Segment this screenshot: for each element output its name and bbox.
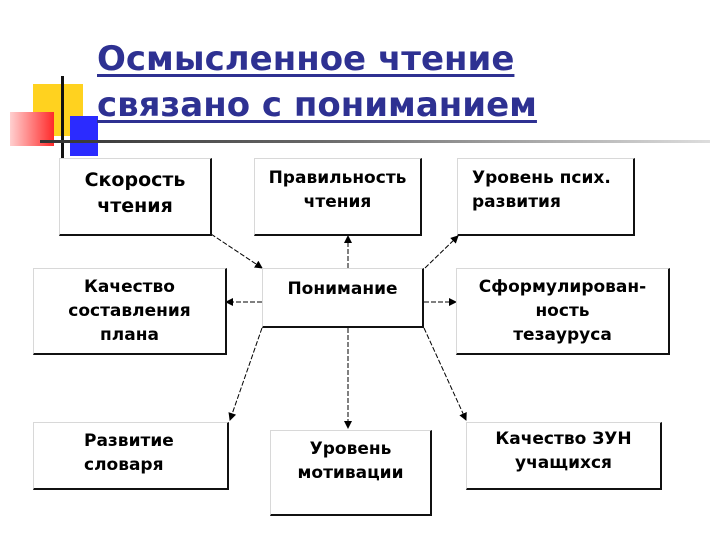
box-zun-quality: Качество ЗУН учащихся xyxy=(466,422,662,490)
box-reading-correctness: Правильность чтения xyxy=(254,158,422,236)
arrow-to-vocabulary xyxy=(228,327,263,421)
box-motivation: Уровень мотивации xyxy=(270,430,432,516)
arrow-to-zun-quality xyxy=(423,327,467,421)
title-line-1: Осмысленное чтение xyxy=(97,39,515,79)
box-reading-speed: Скорость чтения xyxy=(59,158,212,236)
box-vocabulary: Развитие словаря xyxy=(33,422,229,490)
title-line-2: связано с пониманием xyxy=(97,85,537,125)
box-thesaurus: Сформулирован- ность тезауруса xyxy=(456,268,670,355)
box-plan-quality: Качество составления плана xyxy=(33,268,227,355)
box-psych-development: Уровень псих. развития xyxy=(457,158,635,236)
decor-vertical-line xyxy=(61,76,64,160)
arrow-to-psych-level xyxy=(424,235,459,269)
page-title: Осмысленное чтение связано с пониманием xyxy=(97,36,697,128)
decor-blue-square xyxy=(70,116,98,156)
decor-horizontal-line xyxy=(40,140,710,143)
box-understanding: Понимание xyxy=(262,268,424,328)
arrow-to-understanding-from-speed xyxy=(210,233,263,269)
